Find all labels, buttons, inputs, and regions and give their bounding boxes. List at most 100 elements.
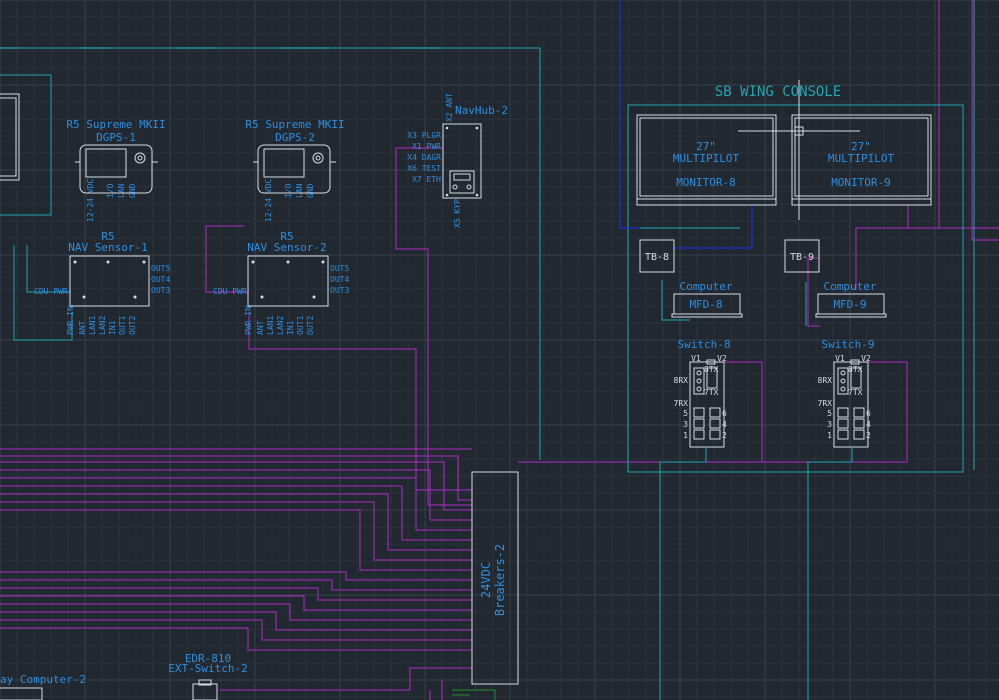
svg-text:OUT3: OUT3 [330,286,349,295]
navhub-label: NavHub-2 [455,104,508,117]
console-title: SB WING CONSOLE [715,84,841,100]
computer-mfd-8: Computer MFD-8 [671,280,743,318]
svg-text:OUT5: OUT5 [151,264,170,273]
svg-text:27": 27" [851,140,871,153]
nav-sensor-1-label: NAV Sensor-1 [68,241,147,254]
svg-text:TB-9: TB-9 [790,252,814,263]
svg-text:ay Computer-2: ay Computer-2 [0,673,86,686]
svg-text:OUT3: OUT3 [151,286,170,295]
nav-sensor-1-unit: R5 NAV Sensor-1 CDU PWR OUT5 OUT4 OUT3 P… [34,230,170,335]
navhub-2-unit: NavHub-2 X2 ANT X3 PLGR X1 PWR X4 DAGR X… [407,93,508,228]
svg-text:PWR IN: PWR IN [244,306,253,335]
svg-text:V1: V1 [835,354,845,363]
svg-text:I/O: I/O [106,183,115,198]
svg-text:MFD-9: MFD-9 [833,298,866,311]
svg-text:I/O: I/O [284,183,293,198]
svg-text:3: 3 [683,420,688,429]
svg-text:1: 1 [683,431,688,440]
svg-text:8RX: 8RX [818,376,833,385]
svg-text:8TX: 8TX [704,365,719,374]
svg-text:27": 27" [696,140,716,153]
nav-sensor-2-unit: R5 NAV Sensor-2 CDU PWR OUT5 OUT4 OUT3 P… [213,230,349,335]
edr-label: EXT-Switch-2 [168,662,247,675]
svg-text:LAN: LAN [117,183,126,198]
switch-uplinks [659,447,853,470]
dgps-1-name-label: DGPS-1 [96,131,136,144]
svg-text:12-24 VDC: 12-24 VDC [86,178,95,222]
svg-text:PWR IN: PWR IN [66,306,75,335]
svg-text:R5: R5 [101,230,114,243]
svg-text:8TX: 8TX [848,365,863,374]
svg-text:LAN2: LAN2 [98,316,107,335]
cad-crosshair-cursor [738,80,860,220]
svg-text:4: 4 [722,420,727,429]
svg-text:X7 ETH: X7 ETH [412,175,441,184]
svg-text:OUT2: OUT2 [128,316,137,335]
dgps-2-model-label: R5 Supreme MKII [245,118,344,131]
svg-text:LAN2: LAN2 [276,316,285,335]
monitor-9-label: MONITOR-9 [831,176,891,189]
svg-text:V1: V1 [691,354,701,363]
svg-text:V2: V2 [861,354,871,363]
monitor-9: 27" MULTIPILOT MONITOR-9 [791,114,932,206]
svg-text:X2 ANT: X2 ANT [445,93,454,122]
svg-text:1: 1 [827,431,832,440]
svg-text:4: 4 [866,420,871,429]
svg-text:GND: GND [128,183,137,198]
svg-text:LAN1: LAN1 [88,316,97,335]
svg-text:5: 5 [827,409,832,418]
svg-text:X5 KYP: X5 KYP [453,199,462,228]
svg-text:CDU PWR: CDU PWR [213,287,247,296]
svg-text:ANT: ANT [256,320,265,335]
partial-computer-left: ay Computer-2 [0,673,86,700]
dgps-2-unit: R5 Supreme MKII DGPS-2 12-24 VDC I/O LAN… [245,118,344,222]
svg-text:IN1: IN1 [108,320,117,335]
svg-text:2: 2 [866,431,871,440]
svg-text:5: 5 [683,409,688,418]
switch-label: Switch-8 [678,338,731,351]
monitor-feed-lines [619,0,753,249]
switch-label: Switch-9 [822,338,875,351]
ground-lines [452,689,496,700]
computer-mfd-9: Computer MFD-9 [815,280,887,318]
svg-text:X3 PLGR: X3 PLGR [407,131,441,140]
svg-text:6: 6 [722,409,727,418]
svg-text:3: 3 [827,420,832,429]
svg-text:MULTIPILOT: MULTIPILOT [828,152,895,165]
svg-text:MULTIPILOT: MULTIPILOT [673,152,740,165]
svg-text:7RX: 7RX [674,399,689,408]
svg-text:OUT1: OUT1 [118,316,127,335]
svg-text:Computer: Computer [824,280,877,293]
dgps-2-name-label: DGPS-2 [275,131,315,144]
svg-text:EDR-810: EDR-810 [185,652,231,665]
svg-text:IN1: IN1 [286,320,295,335]
svg-text:Computer: Computer [680,280,733,293]
svg-text:OUT4: OUT4 [151,275,170,284]
breakers-2-panel: 24VDC Breakers-2 [471,471,519,685]
svg-text:7TX: 7TX [848,388,863,397]
edr-810-unit: EDR-810 EXT-Switch-2 [168,652,248,700]
monitor-8: 27" MULTIPILOT MONITOR-8 [636,114,777,206]
svg-text:7TX: 7TX [704,388,719,397]
svg-text:ANT: ANT [78,320,87,335]
svg-text:X1 PWR: X1 PWR [412,142,441,151]
svg-text:X6 TEST: X6 TEST [407,164,441,173]
svg-text:2: 2 [722,431,727,440]
dgps-1-unit: R5 Supreme MKII DGPS-1 12-24 VDC I/O LAN… [66,118,165,222]
svg-text:X4 DAGR: X4 DAGR [407,153,441,162]
monitor-8-label: MONITOR-8 [676,176,736,189]
svg-text:LAN: LAN [295,183,304,198]
terminal-block-9: TB-9 [784,239,820,273]
svg-text:OUT1: OUT1 [296,316,305,335]
svg-text:OUT5: OUT5 [330,264,349,273]
nav-sensor-2-label: NAV Sensor-2 [247,241,326,254]
svg-text:R5: R5 [280,230,293,243]
svg-text:7RX: 7RX [818,399,833,408]
breakers-label-1: 24VDC [479,562,493,598]
svg-text:OUT4: OUT4 [330,275,349,284]
svg-text:6: 6 [866,409,871,418]
